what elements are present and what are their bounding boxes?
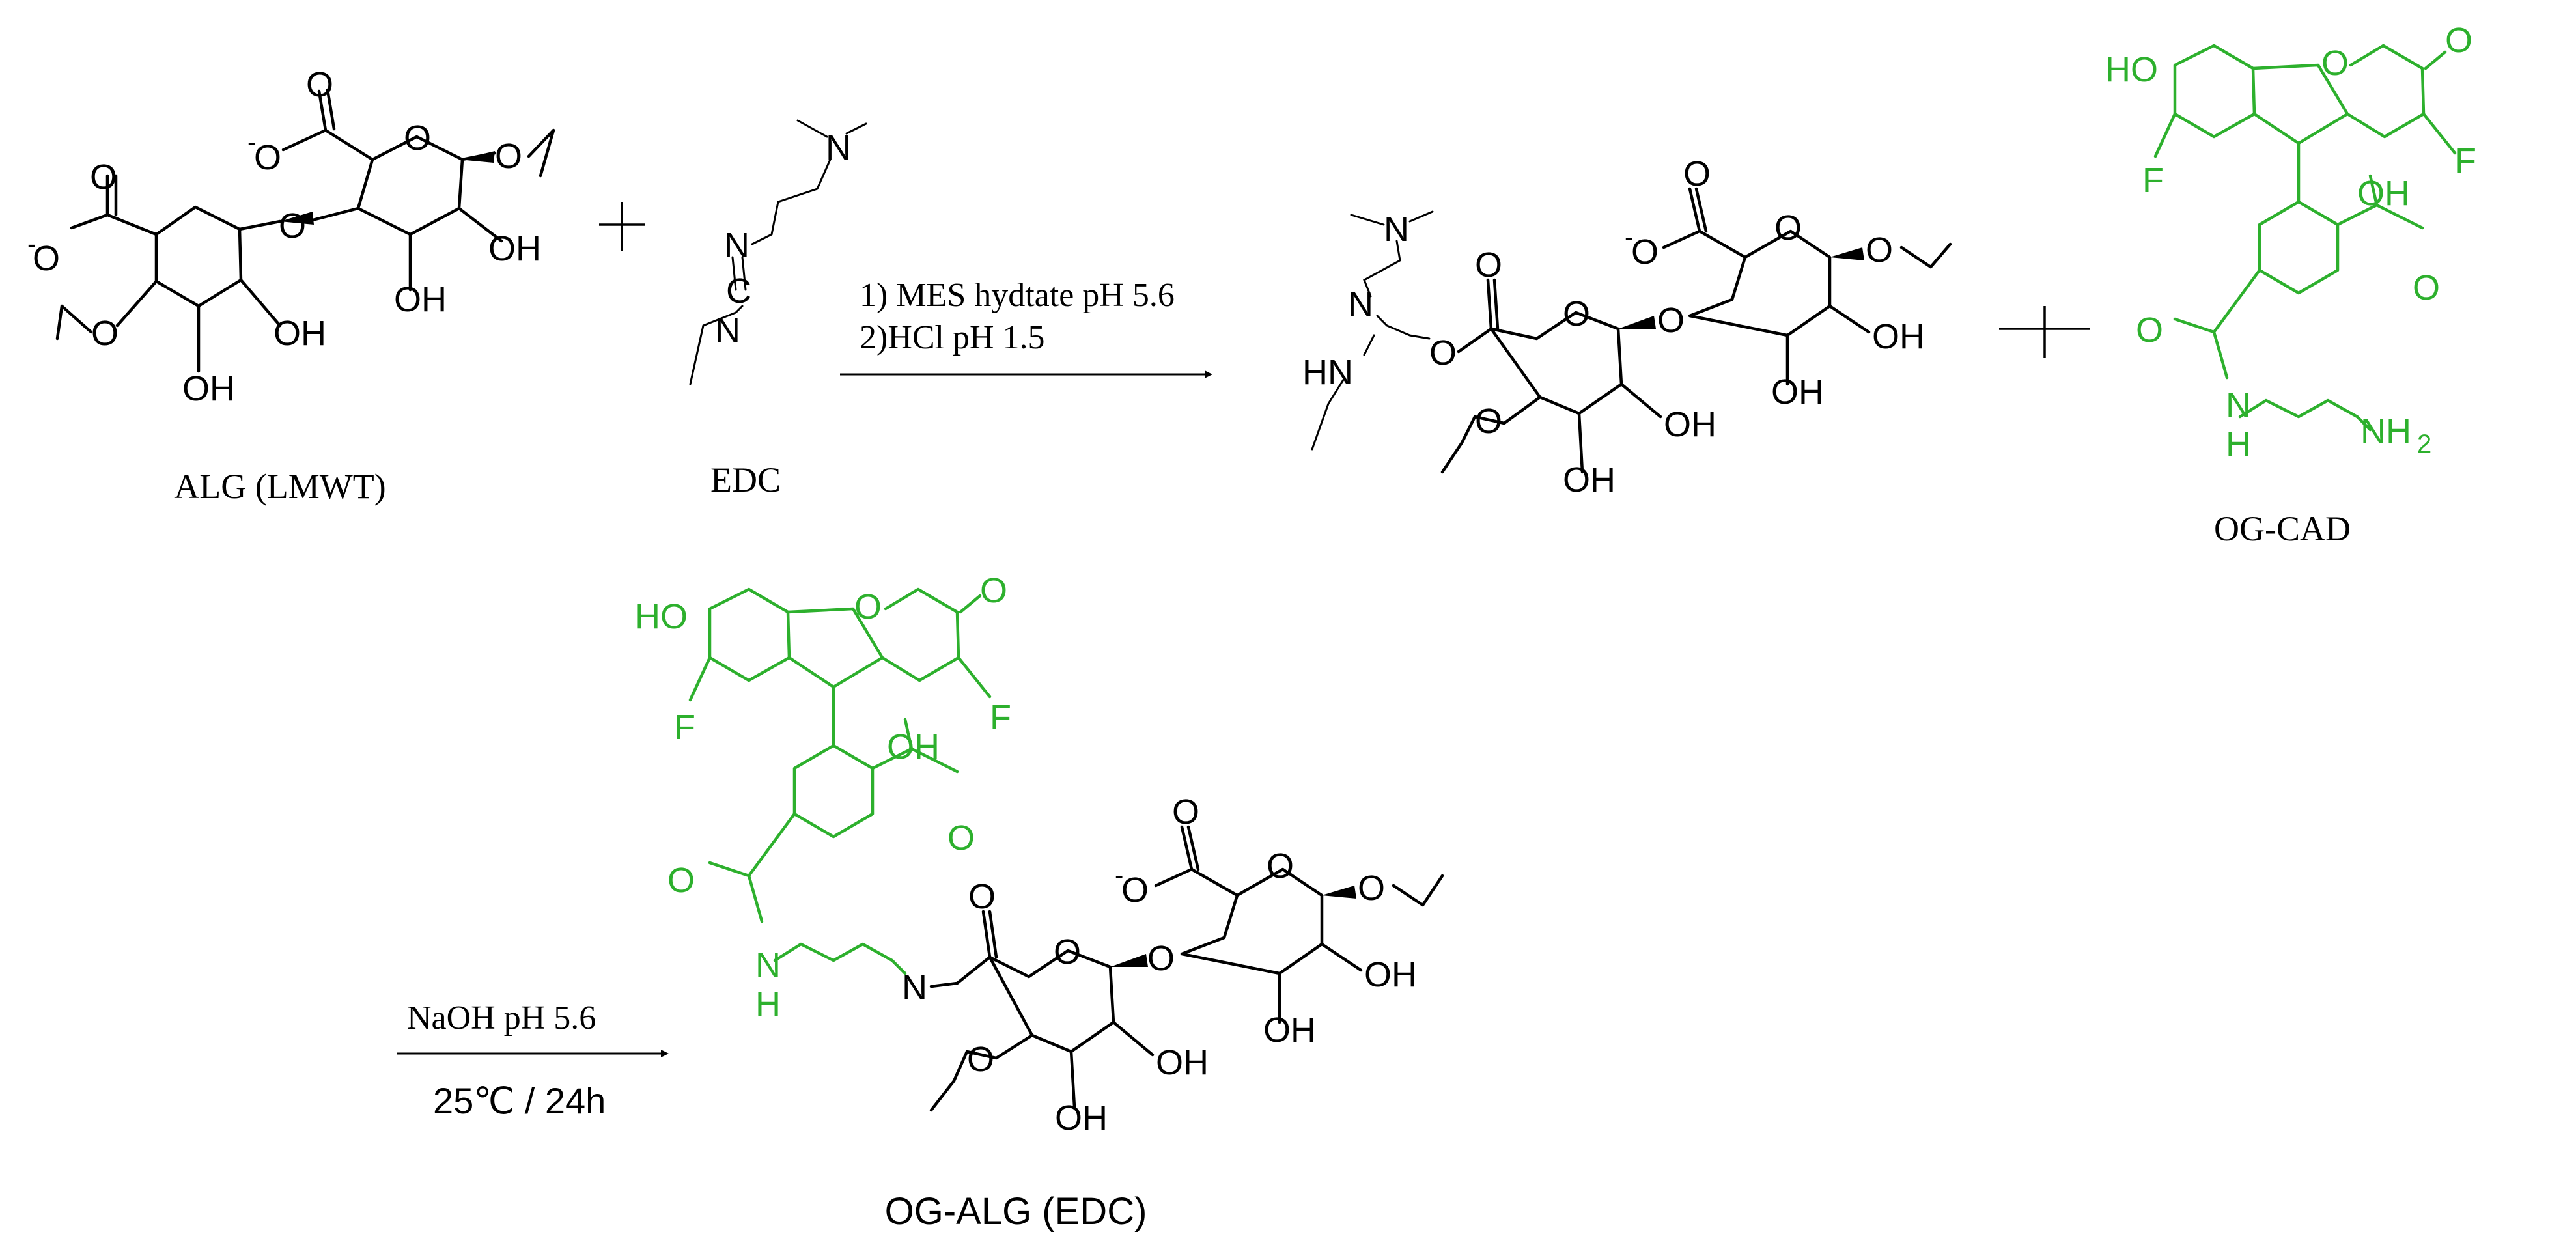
atom-o: O [2136, 311, 2163, 350]
atom-hn: HN [1302, 353, 1353, 392]
charge-minus: - [27, 230, 36, 259]
atom-oh: OH [1364, 955, 1417, 994]
atom-oh: OH [1771, 372, 1824, 412]
charge-minus: - [247, 128, 256, 157]
atom-o-minus: O [33, 239, 60, 278]
atom-n: N [724, 226, 749, 265]
atom-o: O [1475, 245, 1502, 285]
plus-sign [1999, 306, 2090, 358]
atom-oh: OH [488, 229, 541, 268]
atom-n: N [755, 945, 781, 985]
alg-label: ALG (LMWT) [174, 467, 385, 506]
atom-oh: OH [273, 314, 326, 353]
atom-n: N [1348, 285, 1373, 324]
condition-above: NaOH pH 5.6 [407, 999, 596, 1037]
og-cad-label: OG-CAD [2214, 509, 2351, 548]
atom-c: C [726, 272, 751, 311]
intermediate-structure: N N HN O O O O OH OH O O O - O O OH OH [1302, 154, 1952, 499]
atom-f: F [2455, 141, 2476, 180]
product-label: OG-ALG (EDC) [885, 1190, 1147, 1233]
atom-o-minus: O [254, 138, 281, 177]
atom-oh: OH [1055, 1098, 1108, 1138]
atom-o: O [667, 861, 695, 900]
condition-below: 25℃ / 24h [433, 1080, 606, 1121]
atom-o: O [2321, 44, 2349, 83]
atom-o: O [968, 877, 996, 916]
atom-o-minus: O [1631, 232, 1659, 272]
atom-o: O [1429, 333, 1457, 372]
atom-o: O [1774, 208, 1802, 247]
atom-n: N [826, 128, 851, 167]
edc-structure: N N C N EDC [689, 119, 867, 499]
alg-structure: O O - O OH OH O O O - O O OH OH ALG (LMW… [27, 65, 555, 506]
atom-o: O [404, 119, 431, 158]
atom-oh: OH [1563, 460, 1616, 499]
atom-n: N [2226, 385, 2251, 425]
charge-minus: - [1115, 861, 1123, 890]
atom-oh: OH [1664, 405, 1716, 444]
condition-step-1: 1) MES hydtate pH 5.6 [860, 277, 1175, 314]
condition-step-2: 2)HCl pH 1.5 [860, 319, 1045, 356]
atom-o: O [306, 65, 333, 104]
edc-label: EDC [710, 460, 781, 499]
atom-oh: OH [1156, 1043, 1209, 1082]
atom-o: O [1172, 792, 1199, 832]
atom-o: O [1563, 294, 1590, 333]
atom-h: H [755, 985, 781, 1024]
atom-o: O [967, 1040, 994, 1079]
atom-o: O [279, 206, 306, 245]
atom-oh: OH [1872, 317, 1925, 356]
atom-o: O [947, 818, 975, 858]
atom-ho: HO [635, 597, 688, 636]
atom-o: O [1866, 231, 1893, 270]
atom-o: O [1054, 932, 1081, 971]
atom-f: F [674, 708, 695, 747]
atom-oh: OH [887, 727, 940, 766]
plus-sign [599, 202, 645, 251]
atom-o: O [495, 137, 522, 176]
atom-nh2: NH [2360, 412, 2411, 451]
atom-n: N [1384, 210, 1409, 249]
atom-o: O [1147, 939, 1175, 978]
reaction-arrow-2: NaOH pH 5.6 25℃ / 24h [397, 999, 669, 1121]
atom-o: O [1657, 301, 1685, 340]
atom-oh: OH [1263, 1011, 1316, 1050]
atom-o: O [854, 587, 882, 626]
atom-f: F [2142, 161, 2164, 200]
atom-o: O [2445, 21, 2472, 60]
atom-h: H [2226, 425, 2251, 464]
atom-o: O [980, 571, 1007, 610]
atom-o: O [1475, 402, 1502, 441]
atom-ho: HO [2105, 50, 2158, 89]
charge-minus: - [1625, 223, 1633, 252]
atom-o: O [1358, 869, 1385, 908]
atom-o: O [1683, 154, 1711, 193]
atom-oh: OH [394, 280, 447, 319]
atom-o: O [90, 158, 117, 197]
atom-oh: OH [2357, 174, 2410, 213]
atom-f: F [990, 698, 1011, 737]
atom-o-minus: O [1121, 871, 1149, 910]
reaction-arrow-1: 1) MES hydtate pH 5.6 2)HCl pH 1.5 [840, 277, 1212, 378]
atom-n: N [715, 311, 740, 350]
atom-n: N [902, 968, 927, 1007]
og-cad-structure: HO F O O F OH O O N H NH 2 OG-CAD [2105, 21, 2476, 548]
atom-oh: OH [182, 369, 235, 408]
atom-o: O [1267, 846, 1294, 886]
atom-o: O [2413, 268, 2440, 307]
atom-nh2-subscript: 2 [2417, 430, 2431, 458]
atom-o: O [91, 314, 119, 353]
product-structure: HO F O O F OH O O N H N O O O OH OH O O … [635, 571, 1444, 1233]
